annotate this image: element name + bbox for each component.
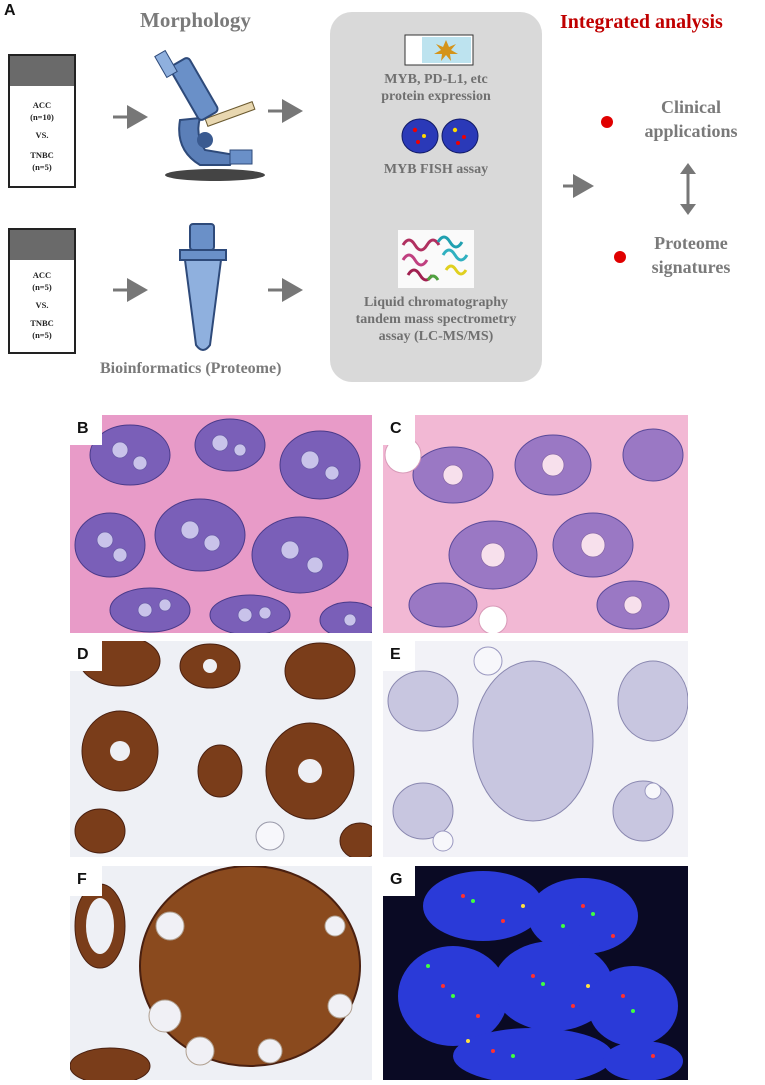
panel-f-label-box (70, 866, 102, 896)
lcms-line-1: Liquid chromatography (363, 295, 509, 310)
sample-tube-1: ACC (n=10) VS. TNBC (n=5) (8, 54, 76, 188)
tube2-acc-n: (n=5) (32, 282, 52, 292)
sample-tube-2: ACC (n=5) VS. TNBC (n=5) (8, 228, 76, 354)
tube2-vs: VS. (35, 300, 49, 310)
panel-c-label-box (383, 415, 415, 445)
lcms-line-2: tandem mass spectrometry (355, 312, 517, 327)
panel-d-label-box (70, 641, 102, 671)
protein-line-1: MYB, PD-L1, etc (384, 72, 488, 87)
fish-image (383, 866, 688, 1080)
he-histology-image (383, 415, 688, 633)
proteome-line-2: signatures (651, 257, 731, 277)
protein-line-2: protein expression (381, 89, 491, 104)
panel-a-graphics (113, 49, 696, 351)
tube2-tnbc-n: (n=5) (32, 330, 52, 340)
panel-d-letter: D (77, 646, 89, 663)
red-dot-icon (601, 116, 613, 128)
lcms-line-3: assay (LC-MS/MS) (378, 329, 494, 344)
clinical-line-2: applications (644, 121, 738, 141)
tube1-tnbc-n: (n=5) (32, 162, 52, 172)
fish-nuclei-icon (401, 118, 479, 154)
panel-a-letter: A (4, 2, 16, 19)
panel-f-ihc-image (70, 866, 372, 1080)
ihc-slide-icon (404, 34, 474, 66)
protein-structure-icon (398, 230, 474, 288)
tube-cap (10, 56, 74, 86)
he-histology-image (70, 415, 372, 633)
tube1-vs: VS. (35, 130, 49, 140)
red-dot-icon (614, 251, 626, 263)
tube2-acc: ACC (32, 270, 52, 280)
fish-label: MYB FISH assay (383, 162, 489, 177)
methods-box: MYB, PD-L1, etc protein expression MYB F… (330, 12, 542, 382)
tube1-tnbc: TNBC (30, 150, 54, 160)
ihc-positive-image (70, 641, 372, 857)
panel-g-letter: G (390, 871, 403, 888)
panel-c-he-image (383, 415, 688, 633)
tube1-acc: ACC (32, 100, 52, 110)
panel-b-he-image (70, 415, 372, 633)
panel-e-letter: E (390, 646, 401, 663)
tube-cap (10, 230, 74, 260)
ihc-positive-image (70, 866, 372, 1080)
morphology-title: Morphology (140, 8, 251, 32)
panel-c-letter: C (390, 420, 402, 437)
tube1-acc-n: (n=10) (30, 112, 54, 122)
bioinformatics-label: Bioinformatics (Proteome) (100, 360, 282, 377)
tube2-tnbc: TNBC (30, 318, 54, 328)
panel-g-label-box (383, 866, 415, 896)
eppendorf-tube-icon (179, 223, 227, 351)
panel-e-label-box (383, 641, 415, 671)
ihc-negative-image (383, 641, 688, 857)
integrated-analysis-title: Integrated analysis (560, 11, 723, 33)
microscope-icon (154, 49, 265, 181)
clinical-line-1: Clinical (660, 97, 721, 117)
panel-b-letter: B (77, 420, 89, 437)
panel-b-label-box (70, 415, 102, 445)
panel-g-fish-image (383, 866, 688, 1080)
proteome-line-1: Proteome (654, 233, 728, 253)
panel-e-ihc-image (383, 641, 688, 857)
panel-f-letter: F (77, 871, 87, 888)
panel-d-ihc-image (70, 641, 372, 857)
